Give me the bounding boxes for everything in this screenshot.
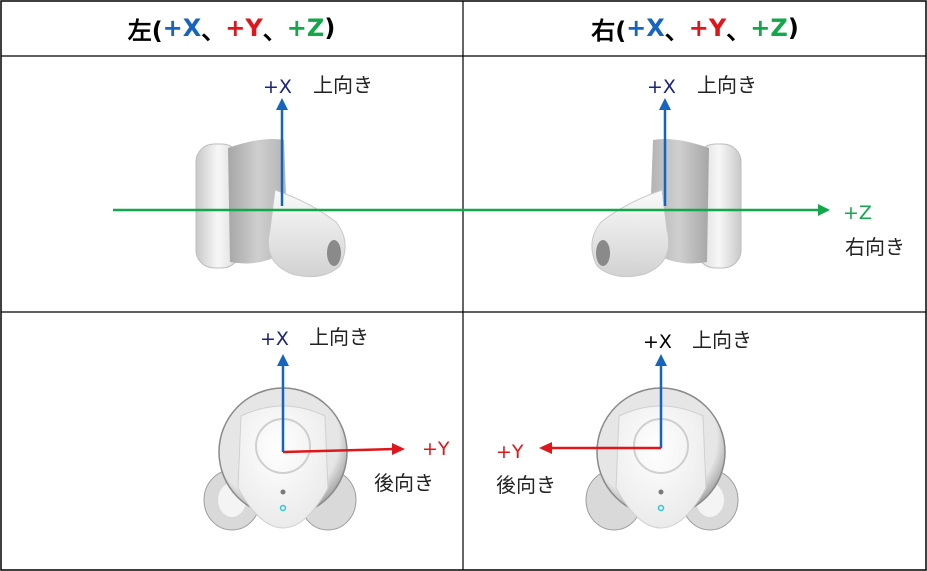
z-direction: 右向き: [845, 235, 905, 259]
right-side-x-direction: 上向き: [697, 73, 757, 97]
right-side-x-axis-arrowhead: [659, 98, 671, 110]
left-front-y-direction: 後向き: [374, 471, 434, 495]
left-side-x-label: +X: [263, 76, 292, 98]
left-front-x-label: +X: [260, 328, 289, 350]
right-side-x-label: +X: [647, 76, 676, 98]
z-axis-arrowhead: [818, 204, 830, 216]
left-earbud-side-image: [195, 139, 346, 278]
header-left-sep1: 、: [201, 16, 226, 45]
header-right-z: +Z: [750, 14, 788, 42]
header-right-prefix: 右(: [591, 16, 627, 45]
header-left-z: +Z: [286, 14, 325, 42]
header-left-sep2: 、: [262, 16, 287, 45]
z-label: +Z: [843, 202, 872, 224]
left-front-y-axis-arrowhead: [392, 443, 405, 455]
header-right-y: +Y: [688, 14, 727, 42]
right-front-x-label: +X: [643, 331, 672, 353]
header-right-x: +X: [626, 14, 665, 42]
header-left-y: +Y: [225, 14, 263, 42]
right-front-y-label: +Y: [496, 441, 524, 463]
header-left-x: +X: [162, 14, 202, 42]
header-right-sep2: 、: [726, 16, 751, 45]
left-side-x-direction: 上向き: [313, 73, 373, 97]
header-right-suffix: ): [787, 14, 799, 42]
header-right: 右(+X、+Y、+Z): [463, 0, 927, 56]
right-front-y-direction: 後向き: [496, 473, 556, 497]
right-front-x-axis-arrowhead: [655, 354, 667, 366]
left-front-x-direction: 上向き: [309, 325, 369, 349]
left-side-x-axis-arrowhead: [276, 98, 288, 110]
right-earbud-side-image: [591, 139, 742, 278]
left-front-y-axis-line: [282, 447, 395, 454]
left-front-x-axis-arrowhead: [277, 354, 289, 366]
header-right-sep1: 、: [664, 16, 689, 45]
right-front-y-axis-arrowhead: [539, 442, 552, 454]
header-left-prefix: 左(: [127, 16, 163, 45]
header-left: 左(+X、+Y、+Z): [0, 0, 463, 56]
header-left-suffix: ): [324, 14, 336, 42]
left-front-y-label: +Y: [422, 438, 450, 460]
right-earbud-front-image: [585, 387, 739, 531]
right-front-x-direction: 上向き: [692, 328, 752, 352]
